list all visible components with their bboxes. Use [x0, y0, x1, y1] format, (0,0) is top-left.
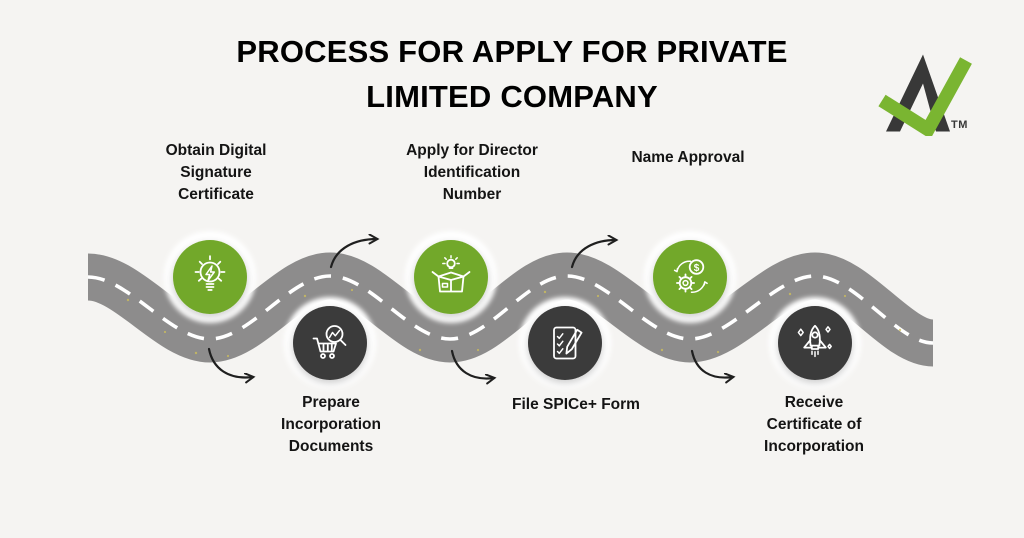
road-center-line — [87, 274, 934, 345]
step-3-node — [405, 231, 497, 323]
flow-arrow-5 — [690, 349, 733, 378]
logo-checkmark-icon — [878, 57, 972, 136]
page-title: PROCESS FOR APPLY FOR PRIVATE LIMITED CO… — [236, 34, 788, 114]
flow-arrows — [207, 239, 733, 379]
company-logo — [878, 54, 972, 136]
step-1-node — [164, 231, 256, 323]
step-4-circle — [528, 306, 602, 380]
gear-dollar-icon: $ — [673, 259, 708, 293]
trademark-label: TM — [951, 119, 968, 131]
checklist-pencil-icon — [553, 326, 583, 360]
dollar-symbol: $ — [694, 263, 700, 274]
step-3-circle — [414, 240, 488, 314]
flow-arrow-4 — [570, 240, 616, 269]
step-5-node: $ — [644, 231, 736, 323]
road-speckles — [126, 288, 902, 358]
step-3-label: Apply for Director Identification Number — [406, 142, 538, 203]
step-2-label: Prepare Incorporation Documents — [281, 394, 381, 455]
rocket-icon — [797, 324, 832, 358]
idea-box-icon — [431, 255, 471, 293]
step-6-node — [769, 297, 861, 389]
step-6-label: Receive Certificate of Incorporation — [764, 394, 864, 455]
step-5-circle — [653, 240, 727, 314]
step-4-label: File SPICe+ Form — [512, 396, 640, 413]
step-4-node — [519, 297, 611, 389]
step-2-node — [284, 297, 376, 389]
cart-magnifier-icon — [312, 325, 347, 359]
step-6-circle — [778, 306, 852, 380]
step-1-label: Obtain Digital Signature Certificate — [165, 142, 267, 203]
flow-arrow-1 — [207, 347, 253, 377]
flow-arrow-2 — [329, 239, 377, 269]
step-5-label: Name Approval — [631, 149, 745, 166]
lightbulb-flash-icon — [194, 255, 226, 291]
flow-arrow-3 — [450, 349, 494, 379]
